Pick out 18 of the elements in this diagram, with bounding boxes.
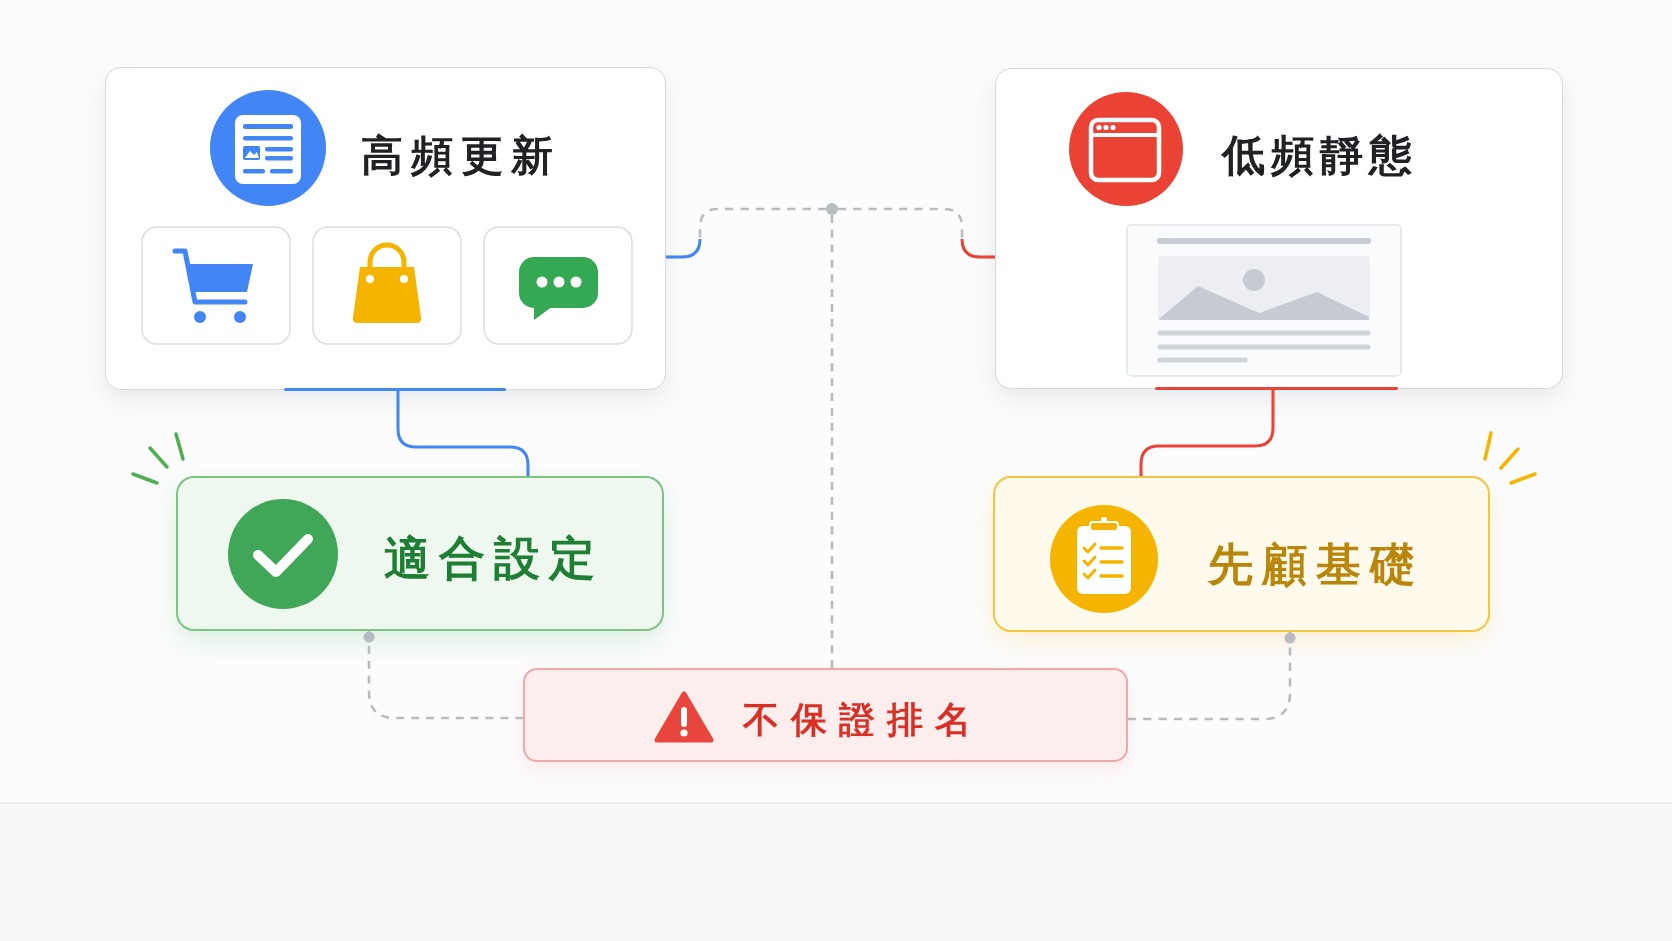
label-text: 先顧基礎 — [1208, 536, 1424, 593]
label-text: 適合設定 — [384, 530, 604, 588]
junction-dot — [826, 203, 838, 215]
connector — [363, 631, 523, 720]
connector — [830, 215, 834, 668]
heading-text: 高頻更新 — [361, 129, 561, 182]
connector — [396, 390, 530, 476]
heading-text: 低頻靜態 — [1222, 129, 1418, 183]
connector — [666, 207, 826, 259]
result-card — [993, 476, 1490, 632]
connector — [1128, 632, 1296, 721]
result-card — [176, 476, 664, 631]
category-card — [105, 67, 666, 390]
label-text: 不保證排名 — [743, 697, 983, 742]
connector — [838, 207, 995, 259]
connector — [1139, 389, 1275, 476]
category-card — [995, 68, 1563, 389]
warning-banner — [523, 668, 1128, 762]
